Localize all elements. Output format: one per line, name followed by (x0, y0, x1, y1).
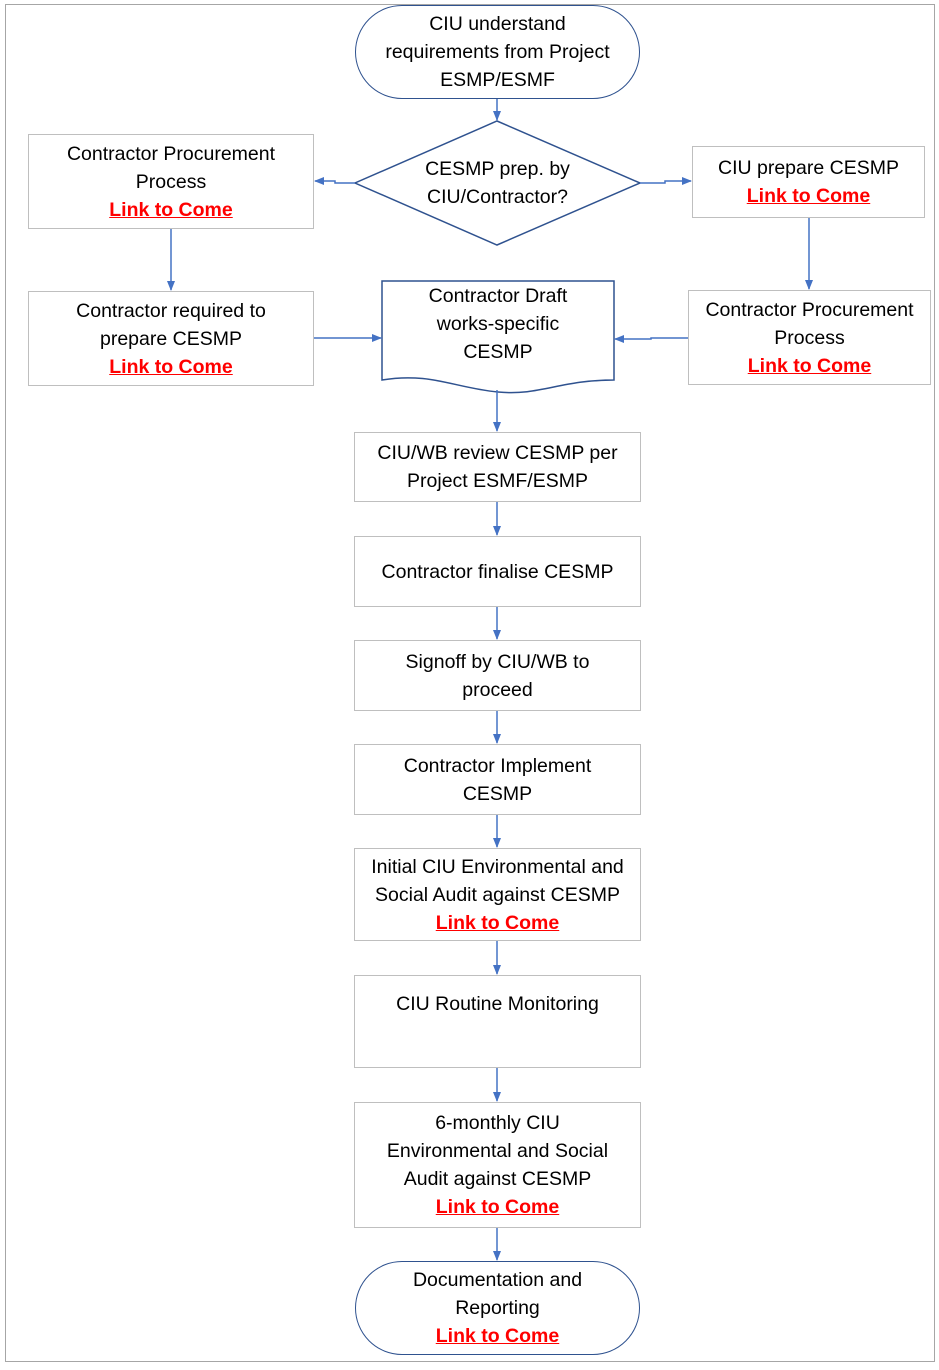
link-to-come[interactable]: Link to Come (109, 355, 233, 378)
finalise-box: Contractor finalise CESMP (354, 536, 641, 607)
link-to-come[interactable]: Link to Come (746, 185, 871, 207)
node-text: CESMP prep. by (425, 158, 570, 180)
implement-box: Contractor Implement CESMP (354, 744, 641, 815)
node-text: Initial CIU Environmental and (371, 855, 624, 878)
node-text: Contractor Implement (403, 754, 592, 777)
right-procurement-box: Contractor Procurement Process Link to C… (688, 290, 931, 385)
node-text: works-specific (436, 313, 560, 335)
start-terminal: CIU understand requirements from Project… (355, 5, 640, 99)
arrow-decision-to-ciu-prepare (640, 177, 692, 185)
node-text: Signoff by CIU/WB to (405, 650, 590, 673)
node-text: proceed (462, 678, 533, 701)
node-text: Audit against CESMP (403, 1168, 592, 1190)
node-text: Contractor required to (76, 299, 266, 322)
node-text: CIU Routine Monitoring (396, 993, 599, 1015)
node-text: CESMP (462, 782, 533, 805)
link-to-come[interactable]: Link to Come (435, 1325, 560, 1347)
initial-audit-box: Initial CIU Environmental and Social Aud… (354, 848, 641, 941)
node-text: Documentation and (412, 1269, 583, 1291)
link-to-come[interactable]: Link to Come (109, 198, 233, 221)
draft-document-shape (381, 280, 615, 394)
link-to-come[interactable]: Link to Come (435, 1196, 560, 1218)
decision-node: CESMP prep. by CIU/Contractor? (380, 150, 615, 216)
six-monthly-audit-box: 6-monthly CIU Environmental and Social A… (354, 1102, 641, 1228)
left-procurement-box: Contractor Procurement Process Link to C… (28, 134, 314, 229)
arrow-right-procurement-to-draft (614, 335, 688, 343)
node-text: CESMP (463, 341, 533, 363)
node-text: Reporting (455, 1297, 540, 1319)
contractor-required-box: Contractor required to prepare CESMP Lin… (28, 291, 314, 386)
node-text: CIU prepare CESMP (718, 157, 899, 179)
node-text: CIU/Contractor? (427, 186, 568, 208)
ciu-prepare-box: CIU prepare CESMP Link to Come (692, 146, 925, 218)
node-text: Social Audit against CESMP (375, 883, 620, 906)
node-text: prepare CESMP (100, 327, 242, 350)
node-text: Process (135, 170, 207, 193)
node-text: Contractor Procurement (705, 298, 914, 321)
review-box: CIU/WB review CESMP per Project ESMF/ESM… (354, 432, 641, 502)
end-terminal: Documentation and Reporting Link to Come (355, 1261, 640, 1355)
diagram-frame (5, 4, 935, 1362)
node-text: Environmental and Social (386, 1140, 609, 1162)
node-text: Contractor finalise CESMP (381, 560, 614, 583)
node-text: ESMP/ESMF (440, 69, 555, 91)
link-to-come[interactable]: Link to Come (435, 911, 560, 934)
node-text: Contractor Draft (428, 285, 568, 307)
monitoring-box: CIU Routine Monitoring (354, 975, 641, 1068)
node-text: 6-monthly CIU (435, 1112, 560, 1134)
node-text: Process (774, 326, 845, 349)
draft-document-node: Contractor Draft works-specific CESMP (382, 282, 614, 372)
node-text: Contractor Procurement (66, 142, 276, 165)
arrow-decision-to-left-procurement (314, 177, 355, 185)
node-text: CIU/WB review CESMP per (377, 442, 618, 464)
decision-diamond-shape (353, 120, 642, 246)
node-text: Project ESMF/ESMP (407, 470, 588, 492)
link-to-come[interactable]: Link to Come (747, 354, 872, 377)
node-text: CIU understand (429, 13, 566, 35)
signoff-box: Signoff by CIU/WB to proceed (354, 640, 641, 711)
node-text: requirements from Project (385, 41, 610, 63)
